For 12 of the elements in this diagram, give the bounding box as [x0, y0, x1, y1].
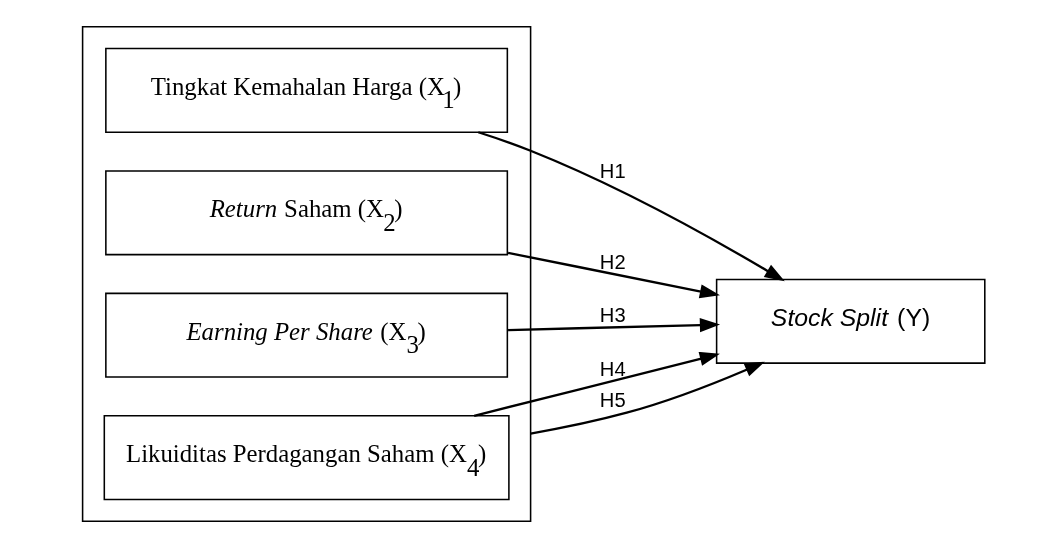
arrow: [529, 361, 765, 435]
edge-label: H3: [599, 303, 626, 326]
arrow: [473, 351, 720, 417]
node-box: Stock Split (Y): [715, 278, 986, 364]
arrow: [477, 131, 785, 282]
cluster: [81, 25, 531, 523]
edge-label: H5: [599, 389, 626, 412]
edge-label: H2: [599, 251, 626, 274]
edge-label: H1: [599, 159, 626, 182]
arrow: [507, 251, 720, 299]
edge-label: H4: [599, 358, 626, 381]
arrow: [507, 318, 720, 333]
